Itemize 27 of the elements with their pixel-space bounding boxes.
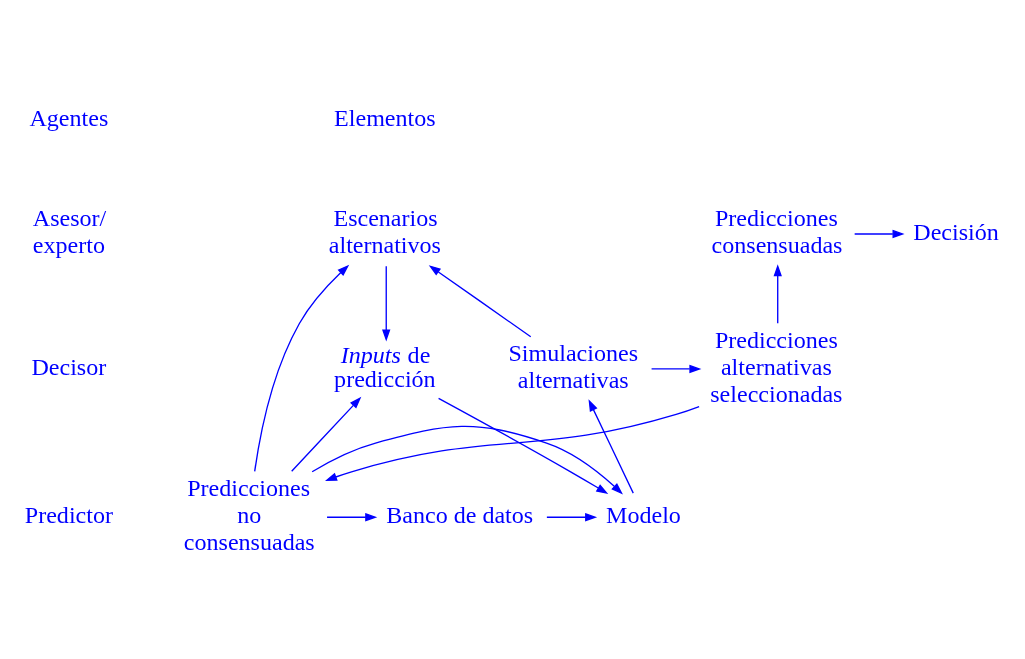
node-text: Banco de datos [386, 502, 534, 529]
label: Decisor [31, 353, 107, 380]
node-text: Decisión [913, 218, 999, 245]
arrow [773, 264, 782, 324]
arrow [291, 396, 362, 472]
arrow [254, 264, 350, 473]
node-text: Modelo [606, 502, 681, 529]
arrow [311, 425, 623, 495]
label: Agentes [29, 105, 109, 132]
arrow [324, 405, 700, 481]
node-text: Predicciones alternativas seleccionadas [710, 327, 843, 407]
label: Asesor/ experto [32, 205, 107, 259]
arrow [854, 229, 905, 239]
label: Predictor [24, 502, 113, 529]
arrow [546, 513, 598, 522]
label: Elementos [334, 105, 436, 132]
arrow [326, 513, 378, 522]
arrow [588, 399, 634, 494]
node-text: Predicciones consensuadas [711, 205, 843, 259]
arrow [382, 265, 391, 342]
node-text: Inputs de predicción [334, 341, 436, 392]
node-text: Predicciones no consensuadas [183, 475, 315, 555]
node-text: Escenarios alternativos [328, 205, 441, 259]
arrow [428, 265, 532, 338]
arrow [650, 364, 702, 374]
arrow [437, 397, 609, 494]
node-text: Simulaciones alternativas [508, 340, 639, 394]
